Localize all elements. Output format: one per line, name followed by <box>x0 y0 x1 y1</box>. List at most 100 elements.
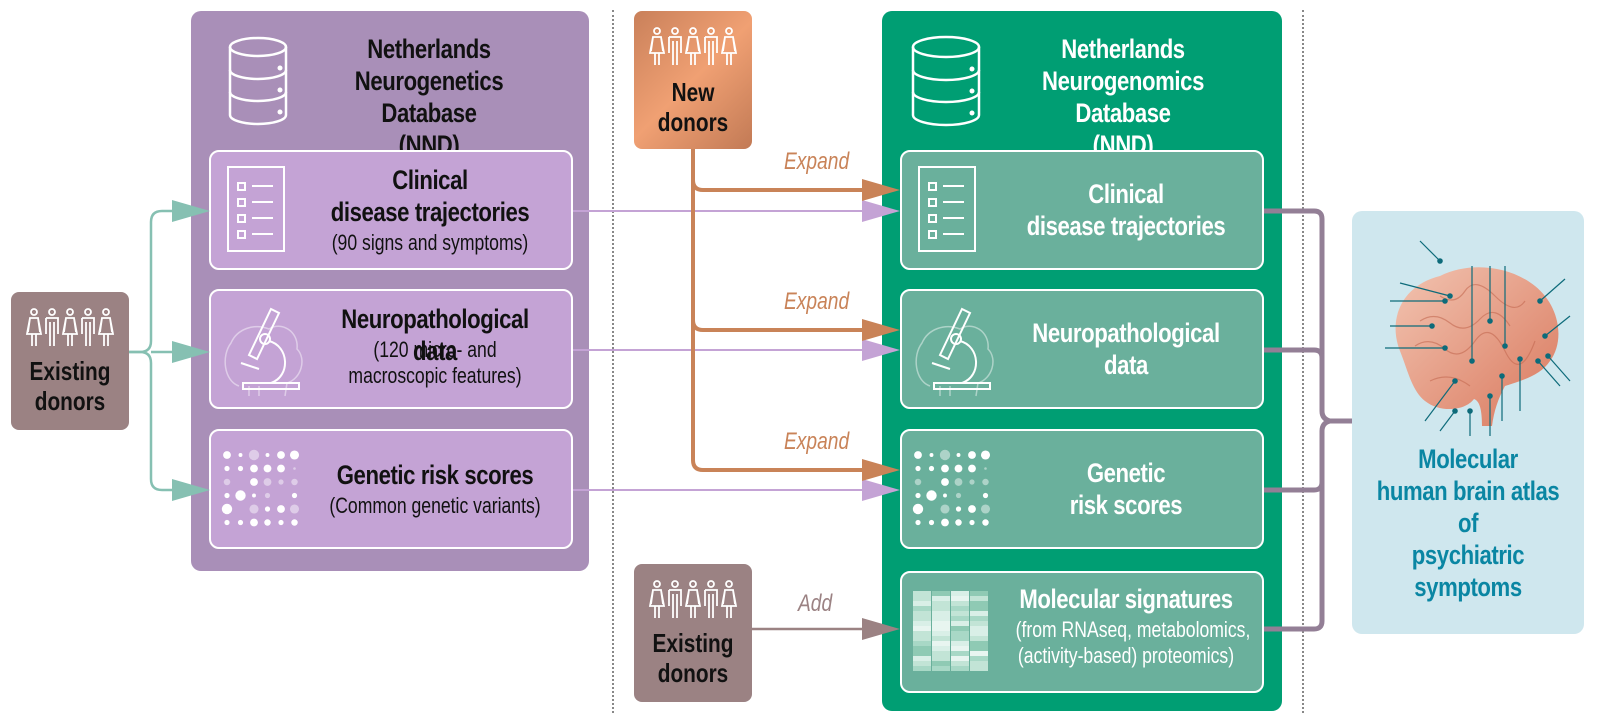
card-subtitle: (90 signs and symptoms) <box>331 230 529 255</box>
donor-label: donors <box>34 386 106 416</box>
dot <box>941 464 949 473</box>
dot <box>238 453 243 457</box>
heatmap-cell <box>913 591 931 596</box>
dot <box>928 519 935 526</box>
brain-outline <box>915 325 994 397</box>
pin-dot <box>1487 393 1493 399</box>
card-title: Neuropathological data <box>1016 317 1236 381</box>
title-line: risk scores <box>1069 490 1183 520</box>
arrowhead <box>172 341 210 363</box>
female-figure-icon <box>684 580 702 618</box>
heatmap-cell <box>970 651 988 656</box>
database-icon <box>911 35 981 127</box>
microscope-brain-icon <box>224 307 303 397</box>
pin-dot <box>1517 356 1523 362</box>
dot <box>235 490 246 501</box>
right-card-clinical: Clinical disease trajectories <box>900 150 1264 270</box>
heatmap-cell <box>932 631 950 636</box>
heatmap-cell <box>951 661 969 666</box>
pin-dot <box>1452 378 1458 384</box>
dot <box>954 464 963 473</box>
heatmap-cell <box>951 606 969 611</box>
pin-line <box>1419 240 1441 262</box>
dot <box>278 519 284 526</box>
separator-left <box>612 10 614 713</box>
dot <box>912 503 924 515</box>
pin-dot <box>1542 333 1548 339</box>
dot <box>969 519 975 526</box>
heatmap-cell <box>951 651 969 656</box>
heatmap-cell <box>913 621 931 626</box>
dot <box>250 518 258 527</box>
title-line: human brain atlas of <box>1376 476 1560 538</box>
card-subtitle: (120 micro- and macroscopic features) <box>328 337 542 389</box>
donor-label: Existing <box>652 628 734 658</box>
heatmap-cell <box>932 616 950 621</box>
dot <box>914 451 922 459</box>
dot <box>224 465 230 472</box>
pin-line <box>1539 278 1566 302</box>
heatmap-cell <box>970 636 988 641</box>
right-card-genetic: Genetic risk scores <box>900 429 1264 549</box>
heatmap-cell <box>932 656 950 661</box>
female-figure-icon <box>720 27 738 65</box>
heatmap-cell <box>951 611 969 616</box>
arrowhead <box>862 479 900 501</box>
orange-arrows <box>691 149 880 472</box>
heatmap-cell <box>951 616 969 621</box>
female-figure-icon <box>97 308 115 346</box>
card-title: Neuropathological data <box>325 303 545 367</box>
lilac-arrowheads <box>862 200 900 501</box>
heatmap-cell <box>970 611 988 616</box>
heatmap-cell <box>970 641 988 646</box>
pin-dot <box>1442 345 1448 351</box>
dot <box>250 464 258 473</box>
brain-atlas-panel: Molecular human brain atlas of psychiatr… <box>1352 211 1584 634</box>
dot <box>264 492 271 499</box>
dot <box>982 519 989 526</box>
subtitle-line: macroscopic features) <box>348 363 522 388</box>
heatmap-cell <box>932 601 950 606</box>
heatmap-cell <box>913 626 931 631</box>
pin-dot <box>1502 343 1508 349</box>
heatmap-cell <box>970 591 988 596</box>
subtitle-line: (from RNAseq, metabolomics, <box>1015 617 1251 642</box>
left-card-neuropathological: Neuropathological data (120 micro- and m… <box>209 289 573 409</box>
dot <box>291 492 298 499</box>
heatmap-cell <box>951 631 969 636</box>
heatmap-cell <box>913 661 931 666</box>
pin-dot <box>1535 358 1541 364</box>
dot <box>264 519 271 526</box>
brain-shape <box>1395 267 1559 426</box>
right-database-panel: Netherlands Neurogenomics Database (NND)… <box>882 11 1282 711</box>
title-line: Clinical <box>1088 179 1164 209</box>
arrowhead <box>862 618 900 640</box>
dot <box>289 504 300 514</box>
heatmap-cell <box>970 616 988 621</box>
checklist-icon <box>918 166 976 252</box>
dot <box>237 465 244 472</box>
female-figure-icon <box>684 27 702 65</box>
expand-label: Expand <box>784 288 850 315</box>
card-title: Genetic risk scores <box>325 459 545 491</box>
dot <box>223 451 231 459</box>
male-figure-icon <box>668 27 682 65</box>
heatmap-cell <box>970 596 988 601</box>
pin-line <box>1537 360 1561 387</box>
dot-matrix-icon <box>912 449 991 527</box>
dot <box>915 465 921 472</box>
card-subtitle: (Common genetic variants) <box>329 493 541 518</box>
dot <box>277 505 285 513</box>
left-card-clinical: Clinical disease trajectories (90 signs … <box>209 150 573 270</box>
pin-dot <box>1447 293 1453 299</box>
heatmap-cell <box>913 636 931 641</box>
card-title: Clinical disease trajectories <box>319 164 540 228</box>
arrowhead <box>862 319 900 341</box>
heatmap-cell <box>970 606 988 611</box>
dot <box>915 519 921 526</box>
title-line: data <box>1104 350 1148 380</box>
dot <box>250 478 258 486</box>
existing-donors-left: Existing donors <box>11 292 129 430</box>
expand-label: Expand <box>784 148 850 175</box>
right-card-neuropathological: Neuropathological data <box>900 289 1264 409</box>
